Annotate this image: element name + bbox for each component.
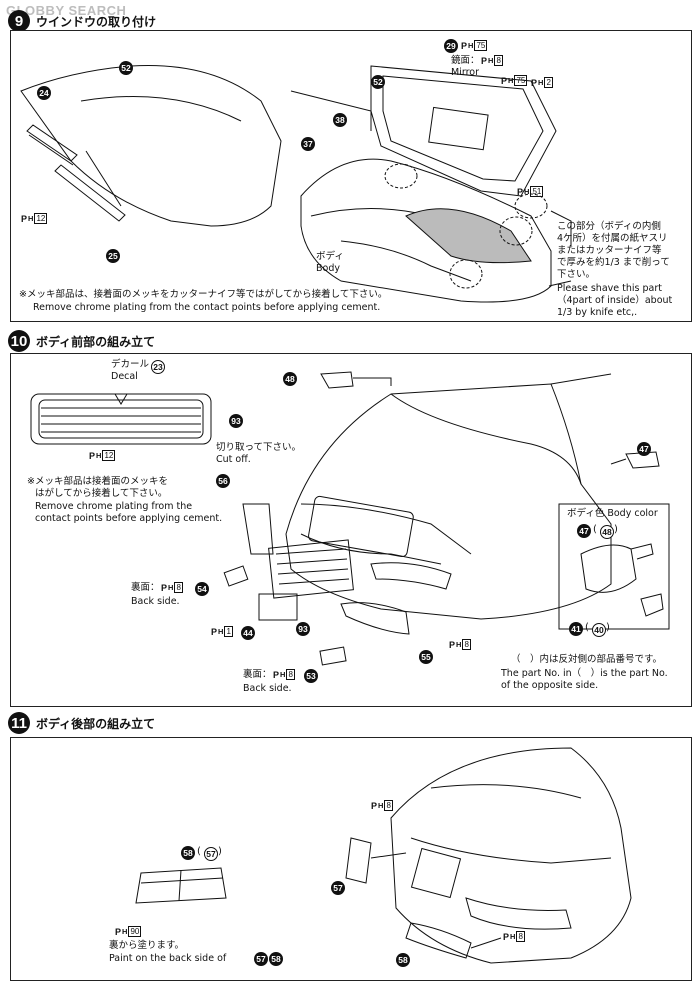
part-57-paint: 57 (254, 952, 268, 966)
step-9-note-jp: ※メッキ部品は、接着面のメッキをカッターナイフ等ではがしてから接着して下さい。 (19, 289, 388, 300)
shave-note-jp-1: この部分（ボディの内側 (557, 221, 661, 232)
mirror-label-jp: 鏡面： (451, 55, 480, 66)
part-52-left: 52 (119, 61, 133, 75)
part-93-lower: 93 (296, 622, 310, 636)
paint-note-en: Paint on the back side of (109, 953, 227, 964)
step-9-header: 9 ウインドウの取り付け (8, 10, 156, 32)
shave-note-jp-4: で厚みを約1/3 まで削って (557, 257, 670, 268)
part-47: 47 (637, 442, 651, 456)
part-44: 44 (241, 626, 255, 640)
part-23: 23 (151, 360, 165, 374)
shave-note-en-2: （4part of inside）about (557, 295, 673, 306)
step-11-header: 11 ボディ後部の組み立て (8, 712, 155, 734)
part-58-lens: 58 (181, 846, 195, 860)
step-10-note-en-2: contact points before applying cement. (35, 513, 223, 524)
back-side-en-54: Back side. (131, 596, 180, 607)
step-9-note-en: Remove chrome plating from the contact p… (33, 302, 381, 313)
decal-label-en: Decal (111, 371, 138, 382)
part-55: 55 (419, 650, 433, 664)
step-11-number: 11 (8, 712, 30, 734)
shave-note-jp-2: 4ケ所）を付属の紙ヤスリ (557, 233, 668, 244)
part-56: 56 (216, 474, 230, 488)
step-10-note-en-1: Remove chrome plating from the (35, 501, 193, 512)
paren-note-en-2: of the opposite side. (501, 680, 599, 691)
back-side-jp-54: 裏面： (131, 582, 160, 593)
shave-note-en-3: 1/3 by knife etc,. (557, 307, 638, 318)
paren-close-40: ) (606, 622, 610, 633)
body-label-en: Body (316, 263, 340, 274)
part-29: 29 (444, 39, 458, 53)
step-10-number: 10 (8, 330, 30, 352)
paint-note-jp: 裏から塗ります。 (109, 940, 185, 951)
part-47-color: 47 (577, 524, 591, 538)
part-58-rear: 58 (396, 953, 410, 967)
cut-off-en: Cut off. (216, 454, 251, 465)
part-25: 25 (106, 249, 120, 263)
watermark: GLOBBY SEARCH (6, 3, 127, 18)
step-11-drawing (135, 747, 632, 964)
step-9-number: 9 (8, 10, 30, 32)
paren-open-48: ( (593, 524, 597, 535)
shave-note-jp-3: またはカッターナイフ等 (557, 245, 662, 256)
step-10-note-jp-2: はがしてから接着して下さい。 (35, 488, 168, 499)
mirror-label-en: Mirror (451, 67, 479, 78)
paren-close-48: ) (614, 524, 618, 535)
part-48-color: 48 (600, 525, 614, 539)
part-48: 48 (283, 372, 297, 386)
paren-note-jp: （ ）内は反対側の部品番号です。 (511, 654, 663, 665)
paren-open-40: ( (585, 622, 589, 633)
back-side-jp-53: 裏面： (243, 669, 272, 680)
decal-label-jp: デカール (111, 359, 150, 370)
cut-off-jp: 切り取って下さい。 (216, 442, 302, 453)
paren-note-en-1: The part No. in（ ）is the part No. (501, 668, 668, 679)
step-11-title: ボディ後部の組み立て (36, 716, 156, 731)
step-10-header: 10 ボディ前部の組み立て (8, 330, 155, 352)
part-58-paint: 58 (269, 952, 283, 966)
part-38: 38 (333, 113, 347, 127)
body-label-jp: ボディ (316, 251, 344, 262)
step-10-drawing (30, 371, 670, 666)
step-9-title: ウインドウの取り付け (36, 14, 157, 29)
back-side-en-53: Back side. (243, 683, 292, 694)
step-10-note-jp-1: ※メッキ部品は接着面のメッキを (27, 476, 168, 487)
step-10-title: ボディ前部の組み立て (36, 334, 156, 349)
paren-close-57: ) (218, 846, 222, 857)
part-40: 40 (592, 623, 606, 637)
shave-note-en-1: Please shave this part (557, 283, 662, 294)
body-color-label: ボディ色 Body color (567, 508, 658, 519)
part-93-grille: 93 (229, 414, 243, 428)
part-57-rear: 57 (331, 881, 345, 895)
part-37: 37 (301, 137, 315, 151)
part-53: 53 (304, 669, 318, 683)
shave-note-jp-5: 下さい。 (557, 269, 596, 280)
part-41: 41 (569, 622, 583, 636)
part-52-right: 52 (371, 75, 385, 89)
step-9-drawing (20, 64, 572, 303)
part-24: 24 (37, 86, 51, 100)
part-57-lens: 57 (204, 847, 218, 861)
paren-open-57: ( (197, 846, 201, 857)
part-54: 54 (195, 582, 209, 596)
